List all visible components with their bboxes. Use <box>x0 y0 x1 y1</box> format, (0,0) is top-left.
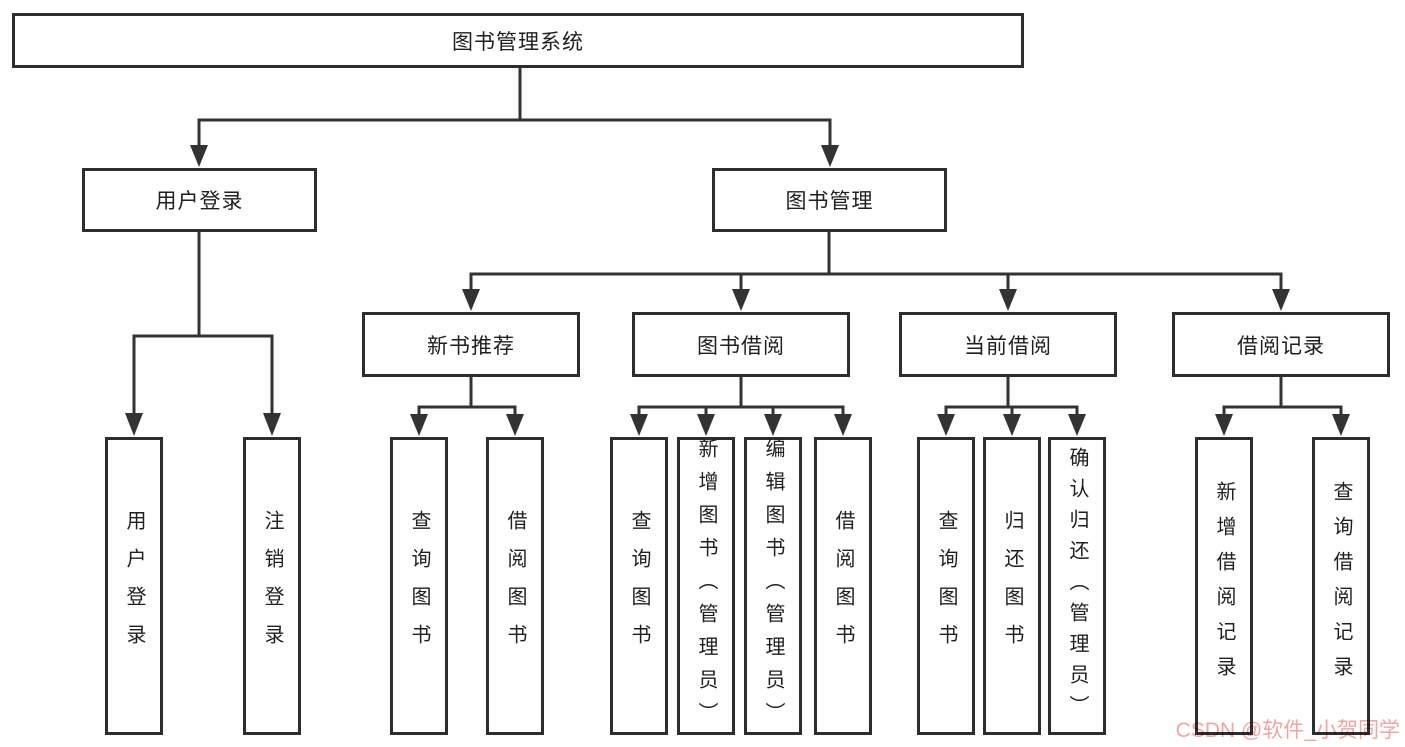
leaf-edit-books-admin-label: 编辑图书（管理员） <box>762 437 784 735</box>
leaf-confirm-return-admin-label: 确认归还（管理员） <box>1066 446 1088 726</box>
connector-borrow-record-children <box>1215 377 1350 436</box>
leaf-return-books-label: 归还图书 <box>1001 510 1023 662</box>
node-root-label: 图书管理系统 <box>452 30 584 54</box>
csdn-watermark: CSDN @软件_小贺同学 <box>1175 719 1400 742</box>
connector-root-to-level2 <box>190 68 839 167</box>
leaf-query-books-recommend: 查询图书 <box>390 437 448 735</box>
leaf-query-books-recommend-label: 查询图书 <box>408 510 430 662</box>
node-book-borrowing: 图书借阅 <box>632 312 850 377</box>
leaf-query-books-current-label: 查询图书 <box>935 510 957 662</box>
leaf-add-borrow-record-label: 新增借阅记录 <box>1213 481 1235 691</box>
connector-book-management-children <box>462 232 1290 311</box>
leaf-add-borrow-record: 新增借阅记录 <box>1195 437 1253 735</box>
node-book-management-label: 图书管理 <box>785 190 874 213</box>
leaf-add-books-admin-label: 新增图书（管理员） <box>695 437 717 735</box>
leaf-borrow-books-label: 借阅图书 <box>832 510 854 662</box>
leaf-logout-label: 注销登录 <box>261 510 283 662</box>
leaf-edit-books-admin: 编辑图书（管理员） <box>744 437 802 735</box>
node-current-borrowing-label: 当前借阅 <box>964 334 1052 358</box>
leaf-add-books-admin: 新增图书（管理员） <box>677 437 735 735</box>
node-borrowing-records: 借阅记录 <box>1172 312 1390 377</box>
node-new-book-recommendation: 新书推荐 <box>362 312 580 377</box>
leaf-borrow-books-recommend: 借阅图书 <box>486 437 544 735</box>
leaf-borrow-books-recommend-label: 借阅图书 <box>504 510 526 662</box>
leaf-query-borrow-record: 查询借阅记录 <box>1312 437 1370 735</box>
node-user-login-label: 用户登录 <box>155 190 244 213</box>
node-current-borrowing: 当前借阅 <box>899 312 1117 377</box>
leaf-user-login: 用户登录 <box>105 437 163 735</box>
leaf-borrow-books: 借阅图书 <box>814 437 872 735</box>
leaf-return-books: 归还图书 <box>983 437 1041 735</box>
leaf-query-borrow-record-label: 查询借阅记录 <box>1330 481 1352 691</box>
node-new-book-recommendation-label: 新书推荐 <box>427 334 515 358</box>
node-root: 图书管理系统 <box>12 13 1024 68</box>
leaf-query-books-current: 查询图书 <box>917 437 975 735</box>
leaf-query-books-borrow: 查询图书 <box>610 437 668 735</box>
node-book-borrowing-label: 图书借阅 <box>697 334 785 358</box>
node-borrowing-records-label: 借阅记录 <box>1237 334 1325 358</box>
leaf-query-books-borrow-label: 查询图书 <box>628 510 650 662</box>
connector-current-borrow-children <box>937 377 1086 436</box>
node-book-management: 图书管理 <box>712 168 947 232</box>
node-user-login: 用户登录 <box>82 168 317 232</box>
leaf-confirm-return-admin: 确认归还（管理员） <box>1048 437 1106 735</box>
connector-user-login-children <box>125 232 281 436</box>
connector-new-book-children <box>410 377 524 436</box>
connector-book-borrow-children <box>630 377 852 436</box>
leaf-user-login-label: 用户登录 <box>123 510 145 662</box>
leaf-logout: 注销登录 <box>243 437 301 735</box>
